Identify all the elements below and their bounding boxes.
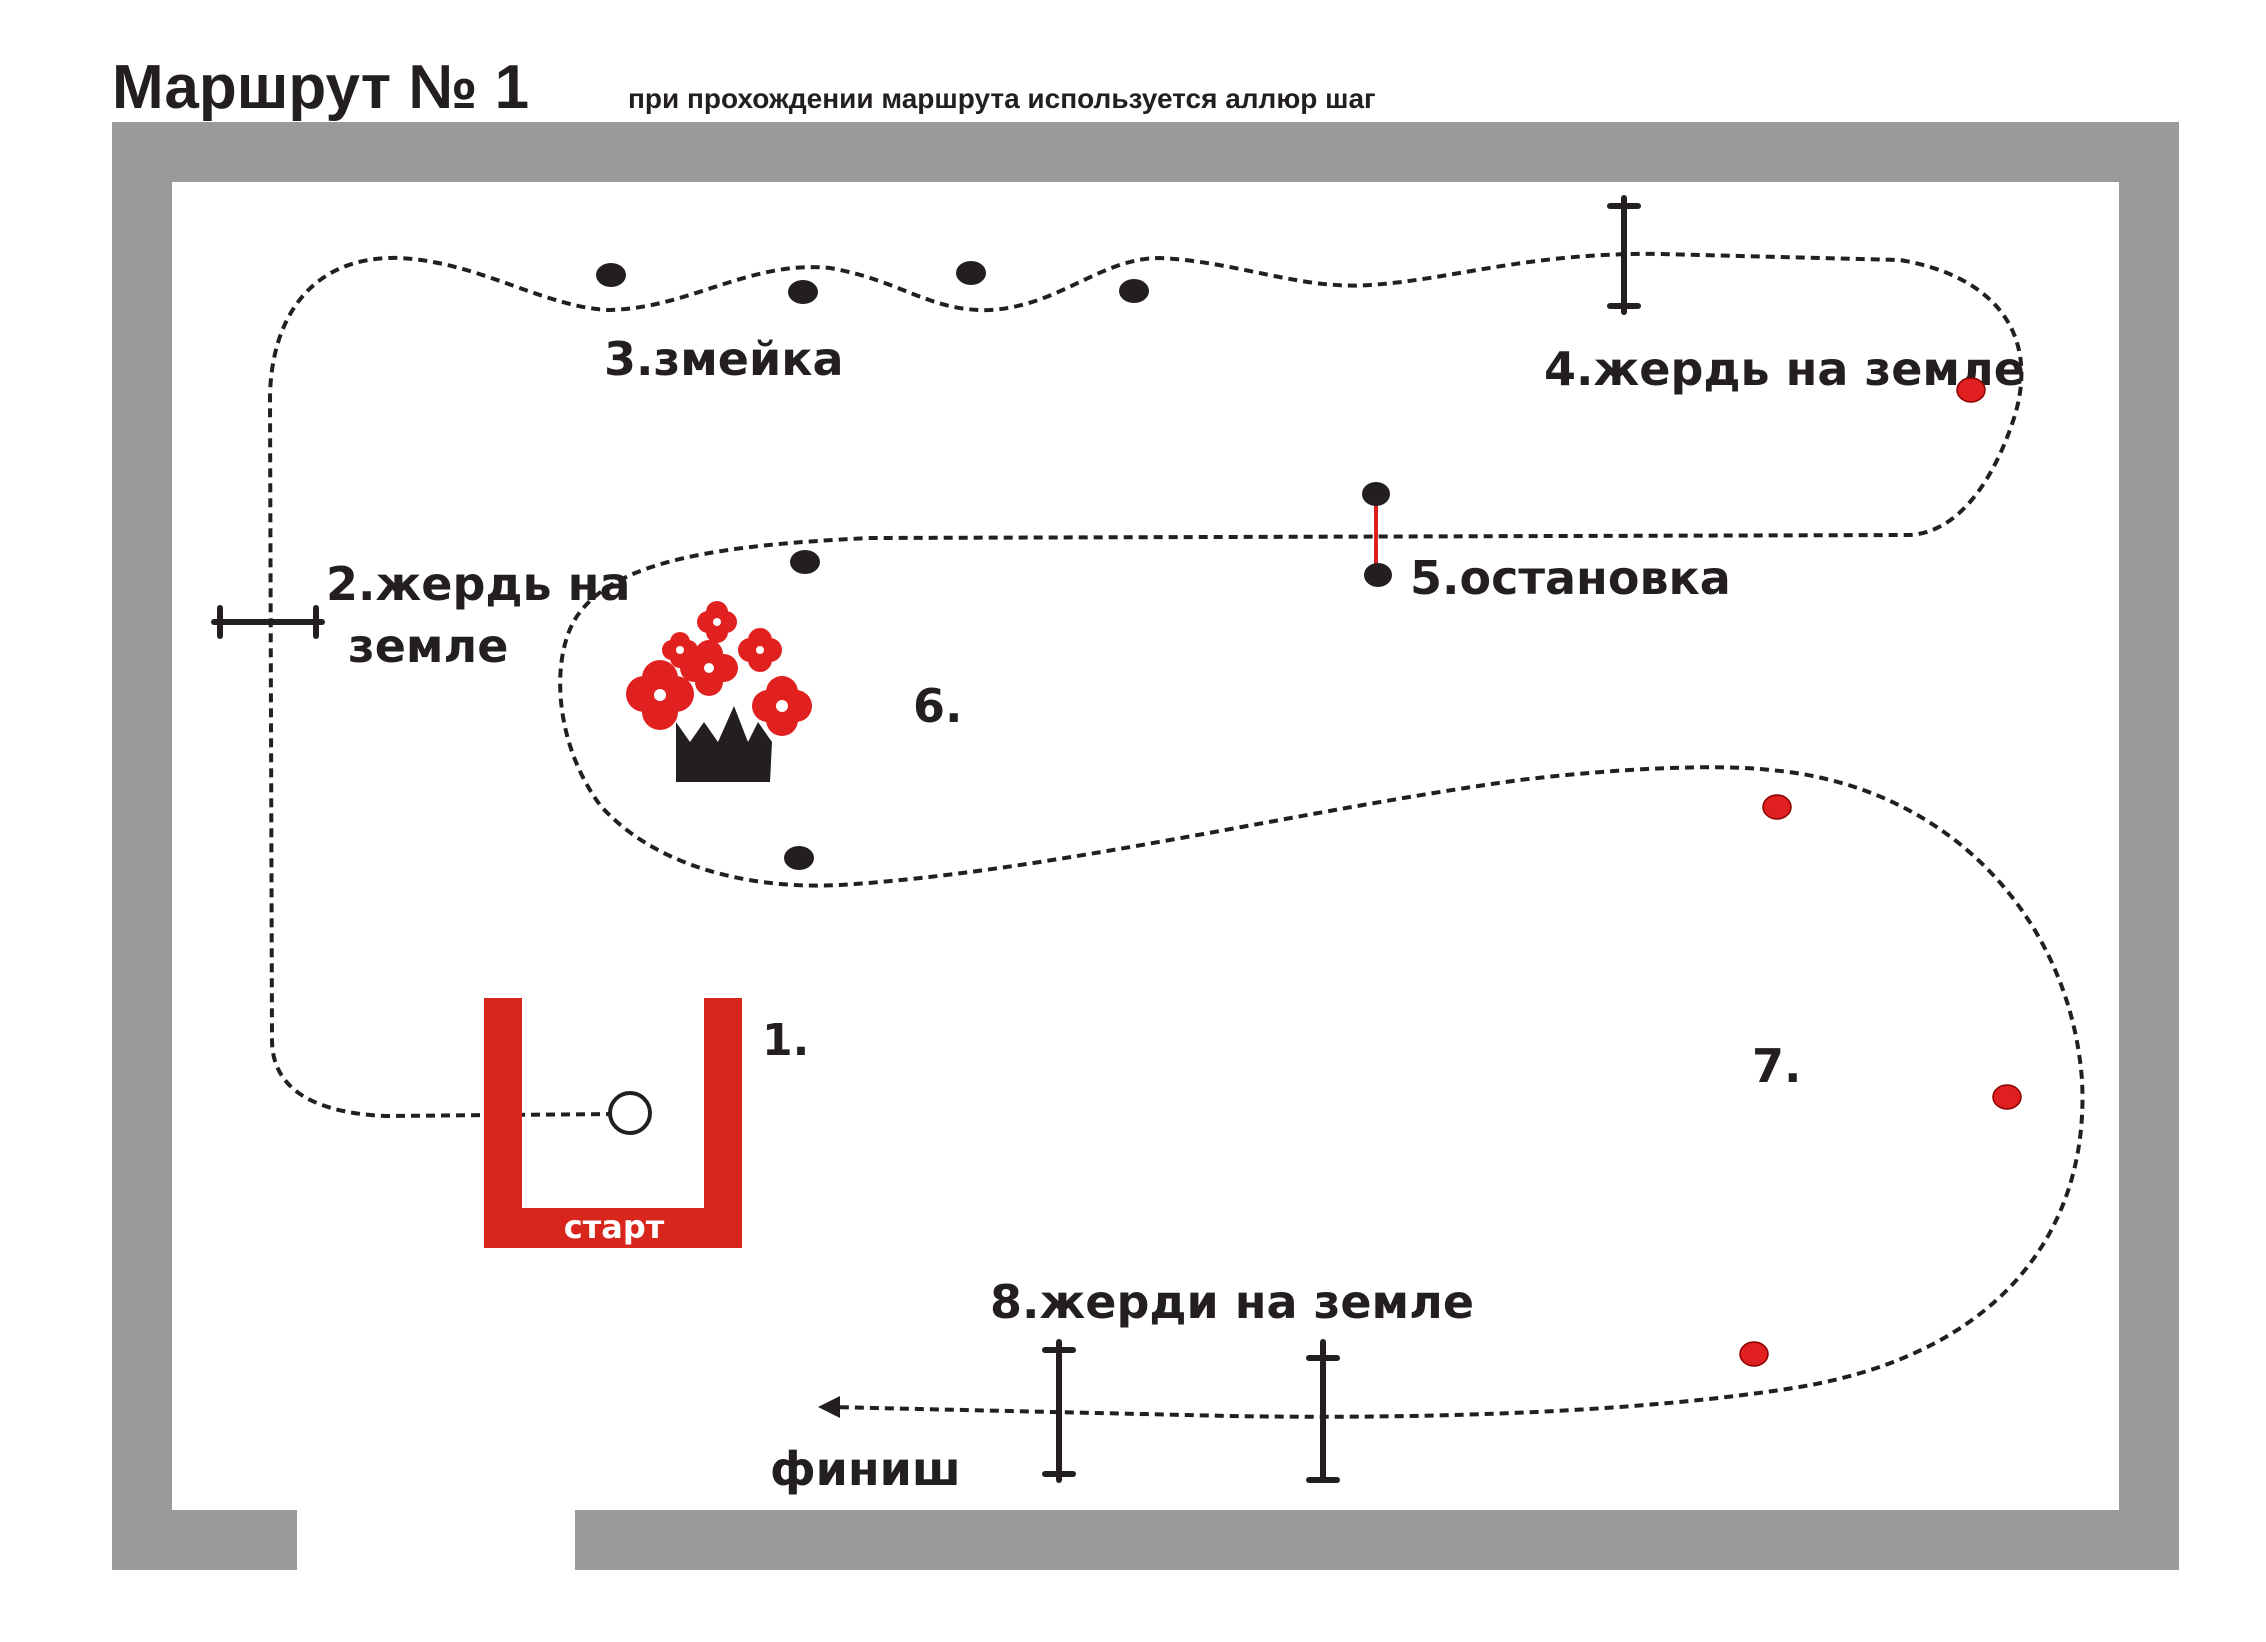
step1-label: 1. <box>762 1015 809 1066</box>
wall-top <box>112 122 2179 182</box>
step2-label-line1: 2.жердь на <box>326 557 630 611</box>
slalom-marker <box>596 263 626 287</box>
stop-marker <box>1364 563 1392 587</box>
pole-step4 <box>1607 195 1641 315</box>
step2-label-line2: земле <box>348 619 508 673</box>
slalom-markers <box>596 261 1149 304</box>
red-marker <box>1739 1341 1769 1367</box>
start-box-bottom <box>484 1208 742 1248</box>
start-box: старт <box>484 998 742 1248</box>
slalom-marker <box>788 280 818 304</box>
route-subtitle: при прохождении маршрута используется ал… <box>628 83 1376 114</box>
step7-label: 7. <box>1752 1039 1801 1093</box>
arena-walls <box>112 122 2179 1570</box>
stop-marker <box>1362 482 1390 506</box>
step6-label: 6. <box>913 679 962 733</box>
pole-step8-a <box>1042 1339 1076 1483</box>
step5-label: 5.остановка <box>1410 551 1731 605</box>
start-label: старт <box>564 1208 665 1246</box>
start-box-left-wall <box>484 998 522 1248</box>
loop-marker <box>790 550 820 574</box>
wall-bottom-right <box>575 1510 2179 1570</box>
flower-pot-icon <box>626 601 812 782</box>
wall-bottom-left <box>112 1510 297 1570</box>
route-path <box>267 251 2085 1419</box>
slalom-marker <box>1119 279 1149 303</box>
loop-marker <box>784 846 814 870</box>
arrow-left-icon <box>818 1396 840 1418</box>
pole-step8-b <box>1306 1339 1340 1483</box>
route-title: Маршрут № 1 <box>112 53 529 122</box>
red-marker <box>1992 1084 2022 1110</box>
wall-left <box>112 122 172 1570</box>
step8-label: 8.жерди на земле <box>990 1275 1474 1329</box>
start-box-right-wall <box>704 998 742 1248</box>
step4-label: 4.жердь на земле <box>1544 342 2025 396</box>
circle-outline-icon <box>608 1091 652 1135</box>
slalom-marker <box>956 261 986 285</box>
red-marker <box>1762 794 1792 820</box>
pole-step2 <box>211 605 325 639</box>
wall-right <box>2119 122 2179 1570</box>
finish-label: финиш <box>770 1442 961 1496</box>
stop-gate <box>1362 482 1392 587</box>
step3-label: 3.змейка <box>604 332 844 386</box>
red-marker <box>1956 377 1986 403</box>
